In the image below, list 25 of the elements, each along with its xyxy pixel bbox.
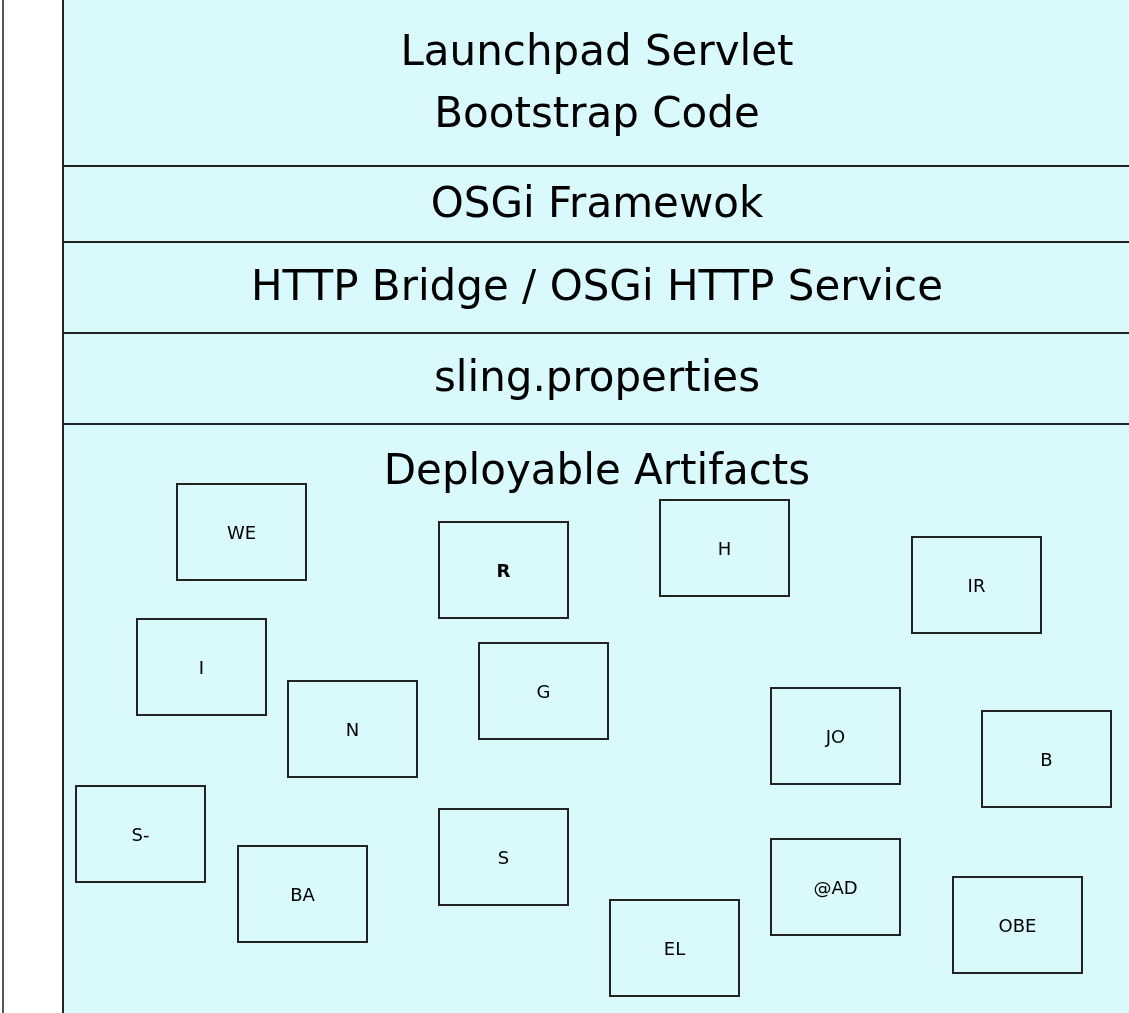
layer-band — [62, 241, 1129, 334]
layer-band — [62, 165, 1129, 243]
artifact-box: WE — [176, 483, 307, 581]
layer-band — [62, 332, 1129, 425]
artifact-box: B — [981, 710, 1112, 808]
layer-label: OSGi Framewok — [429, 177, 765, 229]
artifact-box: BA — [237, 845, 368, 943]
artifact-box: G — [478, 642, 609, 740]
layer-band — [62, 0, 1129, 167]
artifact-box: S — [438, 808, 569, 906]
artifact-box: S- — [75, 785, 206, 883]
artifact-box: N — [287, 680, 418, 778]
artifact-box: IR — [911, 536, 1042, 634]
artifact-box: EL — [609, 899, 740, 997]
artifact-box: I — [136, 618, 267, 716]
layer-label: sling.properties — [432, 351, 762, 403]
artifact-box: OBE — [952, 876, 1083, 974]
panel-title: Deployable Artifacts — [382, 444, 812, 496]
artifact-box: R — [438, 521, 569, 619]
layer-label: Launchpad Servlet Bootstrap Code — [399, 25, 795, 139]
layer-label: HTTP Bridge / OSGi HTTP Service — [250, 260, 944, 312]
artifact-box: @AD — [770, 838, 901, 936]
artifacts-panel — [62, 423, 1129, 1013]
artifact-box: JO — [770, 687, 901, 785]
artifact-box: H — [659, 499, 790, 597]
